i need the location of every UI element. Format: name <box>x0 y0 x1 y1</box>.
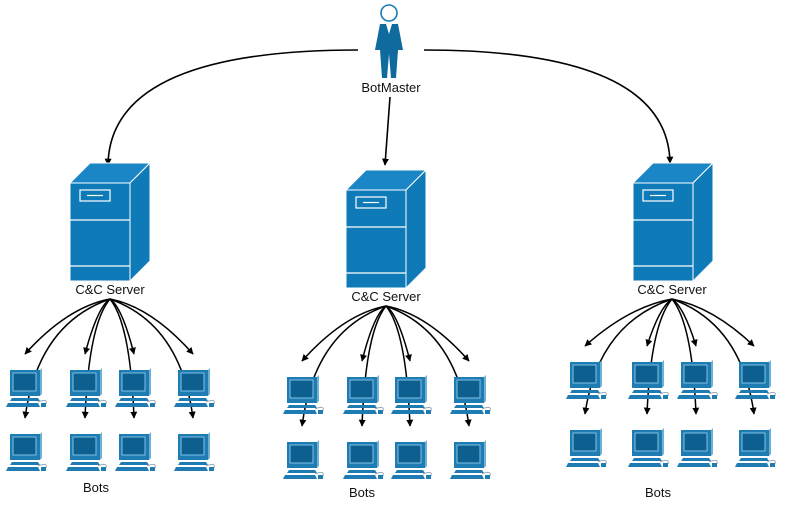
bot-node[interactable] <box>390 439 432 480</box>
computer-icon <box>173 431 215 472</box>
botmaster-label: BotMaster <box>361 80 421 95</box>
server-icon <box>631 161 715 283</box>
botmaster-edges <box>104 49 674 166</box>
computer-icon <box>676 427 718 468</box>
edge-to-bot <box>671 298 757 415</box>
computer-icon <box>342 439 384 480</box>
bot-node[interactable] <box>676 359 718 400</box>
edge-to-bot <box>22 298 111 419</box>
bot-node[interactable] <box>734 359 776 400</box>
computer-icon <box>449 374 491 415</box>
edge-botmaster-server-1 <box>104 49 359 166</box>
bot-node[interactable] <box>114 367 156 408</box>
bot-node[interactable] <box>565 359 607 400</box>
edge-to-bot <box>301 305 387 362</box>
bot-node[interactable] <box>734 427 776 468</box>
computer-icon <box>5 367 47 408</box>
computer-icon <box>5 431 47 472</box>
edge-to-bot <box>385 305 470 362</box>
edge-to-bot <box>24 298 111 355</box>
computer-icon <box>114 367 156 408</box>
server-label: C&C Server <box>351 289 421 304</box>
bot-node[interactable] <box>627 427 669 468</box>
computer-icon <box>390 374 432 415</box>
bot-node[interactable] <box>282 374 324 415</box>
bots-label: Bots <box>645 485 672 500</box>
computer-icon <box>282 374 324 415</box>
bot-node[interactable] <box>114 431 156 472</box>
edge-to-bot <box>109 298 194 355</box>
computer-icon <box>65 431 107 472</box>
server-label: C&C Server <box>637 282 707 297</box>
server-bot-edges <box>299 305 472 427</box>
computer-icon <box>282 439 324 480</box>
edge-to-bot <box>643 298 673 415</box>
bots-label: Bots <box>349 485 376 500</box>
computer-icon <box>449 439 491 480</box>
bot-node[interactable] <box>449 374 491 415</box>
bot-node[interactable] <box>5 367 47 408</box>
bot-node[interactable] <box>173 367 215 408</box>
bot-node[interactable] <box>449 439 491 480</box>
computer-icon <box>390 439 432 480</box>
botmaster-node[interactable]: BotMaster <box>361 4 421 95</box>
edge-botmaster-server-3 <box>423 49 674 164</box>
edge-to-bot <box>109 298 196 419</box>
person-icon <box>375 4 403 78</box>
server-node[interactable] <box>68 161 152 283</box>
computer-icon <box>173 367 215 408</box>
bot-node[interactable] <box>5 431 47 472</box>
edge-to-bot <box>582 298 673 415</box>
edge-to-bot <box>584 298 673 347</box>
computer-icon <box>627 427 669 468</box>
computer-icon <box>734 427 776 468</box>
server-node[interactable] <box>631 161 715 283</box>
bot-node[interactable] <box>342 439 384 480</box>
bot-node[interactable] <box>173 431 215 472</box>
computer-icon <box>676 359 718 400</box>
computer-icon <box>734 359 776 400</box>
computer-icon <box>565 359 607 400</box>
computer-icon <box>565 427 607 468</box>
server-bot-edges <box>22 298 196 419</box>
edge-to-bot <box>671 298 755 347</box>
edge-botmaster-server-2 <box>381 96 391 166</box>
server-icon <box>344 168 428 290</box>
bot-node[interactable] <box>65 431 107 472</box>
server-node[interactable] <box>344 168 428 290</box>
bot-node[interactable] <box>565 427 607 468</box>
server-bot-edges <box>582 298 757 415</box>
bot-node[interactable] <box>390 374 432 415</box>
bot-node[interactable] <box>282 439 324 480</box>
bot-node[interactable] <box>676 427 718 468</box>
server-label: C&C Server <box>75 282 145 297</box>
server-icon <box>68 161 152 283</box>
bots-label: Bots <box>83 480 110 495</box>
computer-icon <box>114 431 156 472</box>
